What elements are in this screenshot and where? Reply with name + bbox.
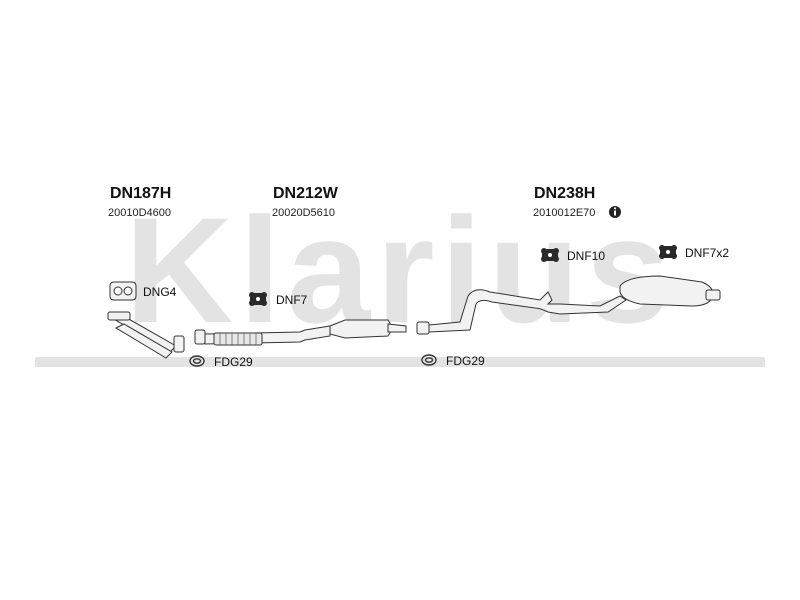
part-label-fdg29-rear[interactable]: FDG29 [446, 354, 485, 368]
centre-section [194, 319, 407, 346]
section-code-dn212w[interactable]: DN212W [273, 185, 338, 202]
section-number-dn212w: 20020D5610 [272, 207, 336, 219]
rear-section [416, 275, 721, 335]
ring-gasket-icon [189, 355, 205, 367]
front-downpipe [107, 311, 185, 359]
section-code-dn187h[interactable]: DN187H [110, 185, 172, 202]
part-label-dnf10[interactable]: DNF10 [567, 249, 606, 263]
section-number-dn187h: 20010D4600 [108, 207, 172, 219]
flange-gasket-icon [109, 281, 137, 301]
part-label-dnf7x2[interactable]: DNF7x2 [685, 246, 730, 260]
section-number-dn238h: 2010012E70 [533, 207, 596, 219]
rubber-mount-icon [659, 245, 677, 259]
rubber-mount-icon [541, 248, 559, 262]
part-label-fdg29-front[interactable]: FDG29 [214, 355, 253, 369]
part-label-dnf7[interactable]: DNF7 [276, 293, 308, 307]
info-circle-icon[interactable] [609, 206, 621, 218]
rubber-mount-icon [249, 292, 267, 306]
ring-gasket-icon [421, 354, 437, 366]
part-label-dng4[interactable]: DNG4 [143, 285, 177, 299]
section-code-dn238h[interactable]: DN238H [534, 185, 596, 202]
watermark-underline [35, 357, 765, 367]
